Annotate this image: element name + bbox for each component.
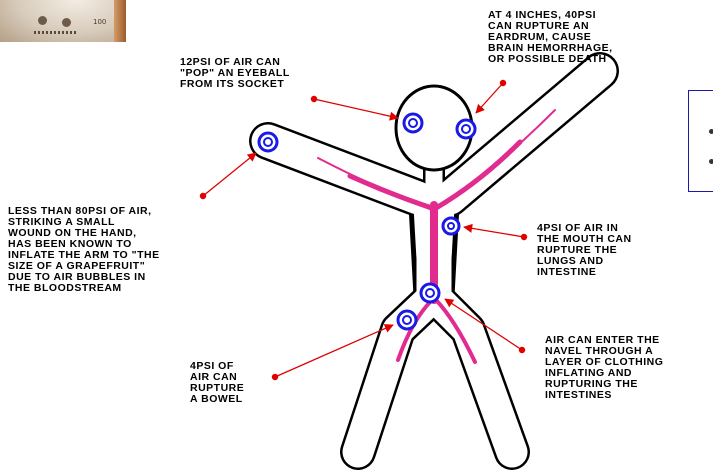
mouth-marker-icon — [443, 218, 459, 234]
ear-marker-icon — [457, 120, 475, 138]
bowel-marker-icon — [398, 311, 416, 329]
hand-arrow — [200, 153, 256, 199]
bowel-annotation: 4psi OF AIR CAN RUPTURE A BOWEL — [190, 361, 244, 405]
eardrum-annotation: AT 4 INCHES, 40psi CAN RUPTURE AN EARDRU… — [488, 10, 613, 65]
hand-marker-icon — [259, 133, 277, 151]
navel-marker-icon — [421, 284, 439, 302]
mouth-arrow — [464, 227, 527, 240]
eyeball-arrow — [311, 96, 398, 118]
eardrum-arrow — [476, 80, 506, 113]
navel-annotation: AIR CAN ENTER THE NAVEL THROUGH A LAYER … — [545, 335, 663, 401]
eyeball-annotation: 12psi OF AIR CAN "POP" AN EYEBALL FROM I… — [180, 57, 290, 90]
mouth-annotation: 4psi OF AIR IN THE MOUTH CAN RUPTURE THE… — [537, 223, 632, 278]
eye-marker-icon — [404, 114, 422, 132]
hand-annotation: LESS THAN 80psi OF AIR, STRIKING A SMALL… — [8, 206, 160, 294]
